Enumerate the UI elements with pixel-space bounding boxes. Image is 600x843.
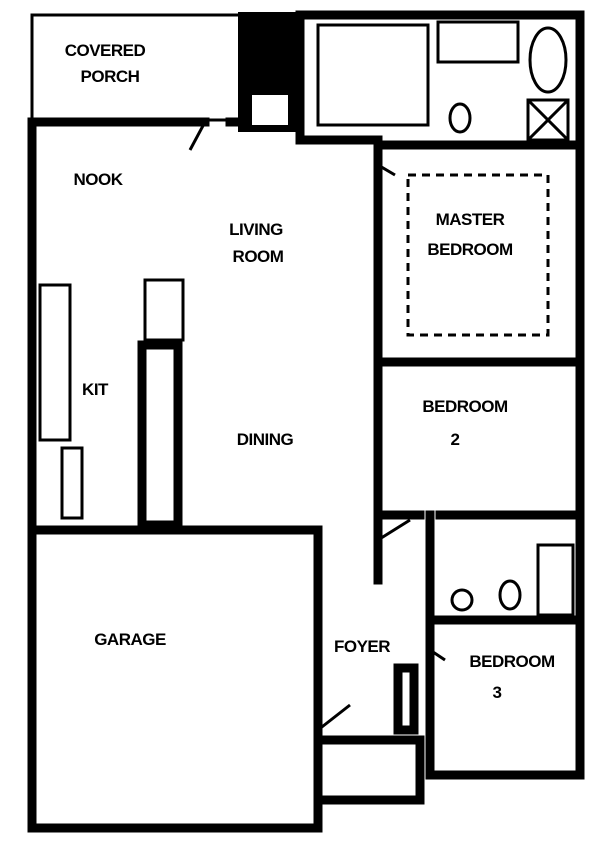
label-covered-porch-2: PORCH: [81, 67, 140, 86]
kitchen-island-wall: [137, 340, 183, 530]
label-living-2: ROOM: [233, 247, 284, 266]
label-foyer: FOYER: [334, 637, 390, 656]
tray-ceiling: [406, 173, 550, 337]
closet-x: [526, 98, 570, 142]
door-swings: [188, 121, 446, 732]
exterior-wall-west: [27, 117, 323, 833]
master-bedroom-walls: [373, 140, 585, 367]
label-bedroom2-1: BEDROOM: [422, 397, 508, 416]
vanity: [436, 20, 520, 64]
entry-stoop: [313, 735, 425, 805]
label-master-1: MASTER: [436, 210, 505, 229]
label-bedroom2-2: 2: [451, 430, 460, 449]
label-bedroom3-1: BEDROOM: [469, 652, 555, 671]
label-bedroom3-2: 3: [493, 683, 502, 702]
tub-hall: [536, 543, 575, 617]
label-covered-porch-1: COVERED: [65, 41, 146, 60]
kitchen-counter: [38, 283, 72, 442]
master-bath-wall: [295, 10, 383, 145]
sink-hall: [450, 588, 474, 612]
fireplace-opening: [252, 95, 288, 125]
closet-box: [526, 98, 570, 142]
toilet-hall: [498, 579, 522, 611]
label-master-2: BEDROOM: [427, 240, 513, 259]
shower: [316, 23, 430, 127]
label-kitchen: KIT: [82, 380, 109, 399]
coat-closet: [393, 663, 419, 735]
label-dining: DINING: [237, 430, 294, 449]
pantry: [143, 278, 185, 342]
laundry: [60, 446, 84, 520]
label-garage: GARAGE: [94, 630, 166, 649]
bathtub: [528, 26, 568, 94]
label-nook: NOOK: [74, 170, 124, 189]
exterior-wall-east: [295, 10, 585, 780]
garage-walls: [27, 525, 323, 833]
toilet-master: [448, 102, 472, 134]
label-living-1: LIVING: [229, 220, 283, 239]
